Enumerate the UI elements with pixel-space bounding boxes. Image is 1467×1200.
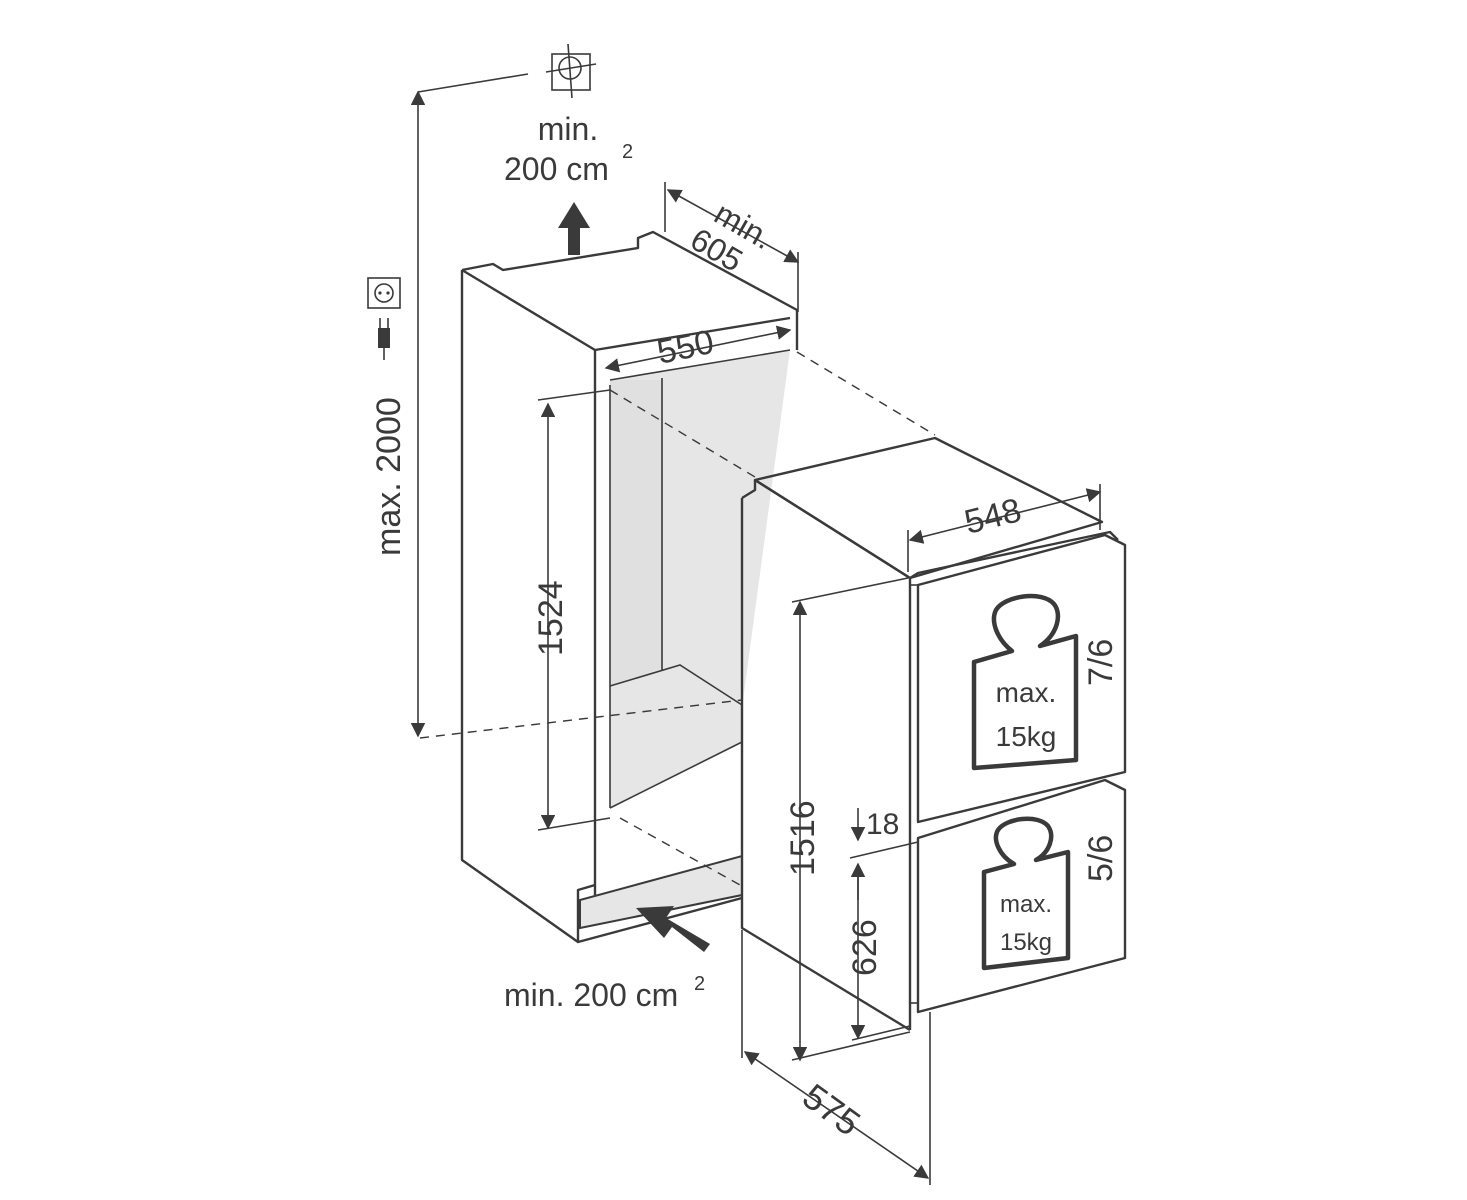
upper-max-weight: 15kg <box>996 721 1057 752</box>
plug-icon <box>378 318 390 360</box>
niche-cabinet <box>460 230 799 944</box>
lower-door-height-label: 626 <box>846 919 884 976</box>
vent-bottom-sup: 2 <box>694 973 705 995</box>
upper-door-fraction: 7/6 <box>1082 639 1120 686</box>
appliance-depth-label: 575 <box>795 1075 868 1143</box>
appliance-height-label: 1516 <box>784 800 822 876</box>
dim-niche-width <box>604 325 792 373</box>
dim-max-height <box>410 73 529 738</box>
dim-niche-height <box>537 389 611 831</box>
lower-max-label: max. <box>1000 891 1052 918</box>
max-height-label: max. 2000 <box>370 397 408 556</box>
vent-bottom-arrow <box>636 906 710 952</box>
vent-bottom-label: min. 200 cm <box>504 977 678 1013</box>
projection-lines <box>419 351 936 886</box>
dim-lower-door <box>850 868 911 1041</box>
appliance-width-label: 548 <box>961 491 1025 542</box>
door-gap-label: 18 <box>866 808 899 841</box>
upper-max-label: max. <box>996 677 1057 708</box>
vent-top-sup: 2 <box>622 141 633 163</box>
lower-door <box>916 778 1127 1014</box>
dim-niche-depth <box>664 182 800 312</box>
vent-top-label-1: min. <box>538 111 598 147</box>
lower-door-fraction: 5/6 <box>1082 835 1120 882</box>
vent-top-label-2: 200 cm <box>504 151 609 187</box>
lower-weight-icon <box>981 816 1071 971</box>
upper-weight-icon <box>971 593 1079 771</box>
socket-icon <box>367 277 401 309</box>
niche-side-panel <box>610 380 662 686</box>
vent-top-arrow <box>558 202 590 255</box>
niche-floor-panel <box>610 665 742 808</box>
niche-height-label: 1524 <box>532 580 570 656</box>
lower-max-weight: 15kg <box>1000 929 1052 956</box>
dim-appliance-width <box>907 484 1102 572</box>
crosshair-icon <box>545 43 597 99</box>
dim-appliance-depth <box>741 930 931 1185</box>
